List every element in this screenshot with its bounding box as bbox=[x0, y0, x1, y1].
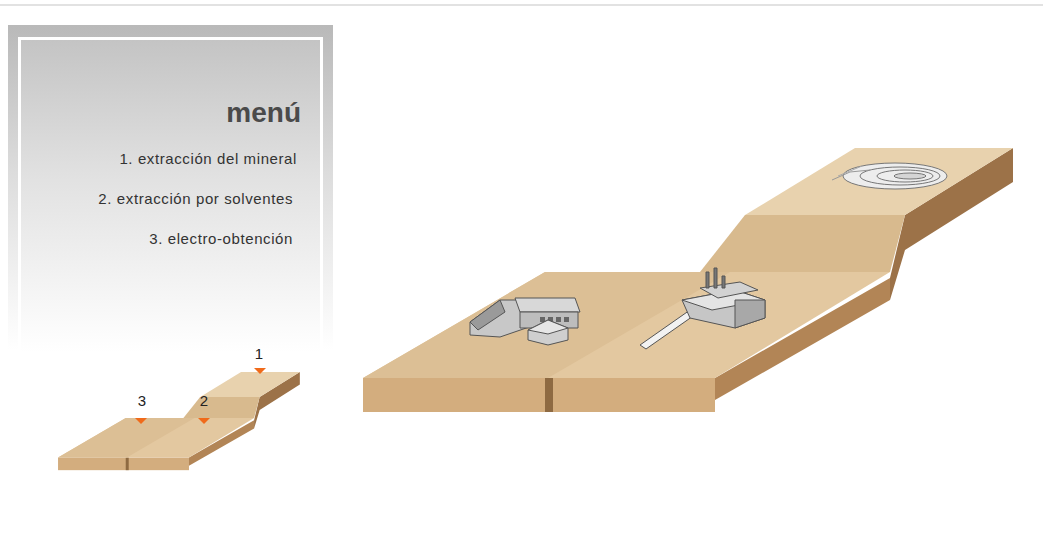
callout-number: 3 bbox=[138, 392, 146, 409]
menu-title: menú bbox=[226, 97, 301, 129]
menu-item: 1. extracción del mineral bbox=[119, 150, 297, 167]
menu-item: 3. electro-obtención bbox=[149, 230, 293, 247]
callout-number: 1 bbox=[255, 345, 263, 362]
menu-item: 2. extracción por solventes bbox=[98, 190, 293, 207]
callout-number: 2 bbox=[200, 392, 208, 409]
marker-triangles bbox=[135, 368, 266, 424]
menu-panel: menú 1. extracción del mineral 2. extracci… bbox=[8, 25, 333, 350]
